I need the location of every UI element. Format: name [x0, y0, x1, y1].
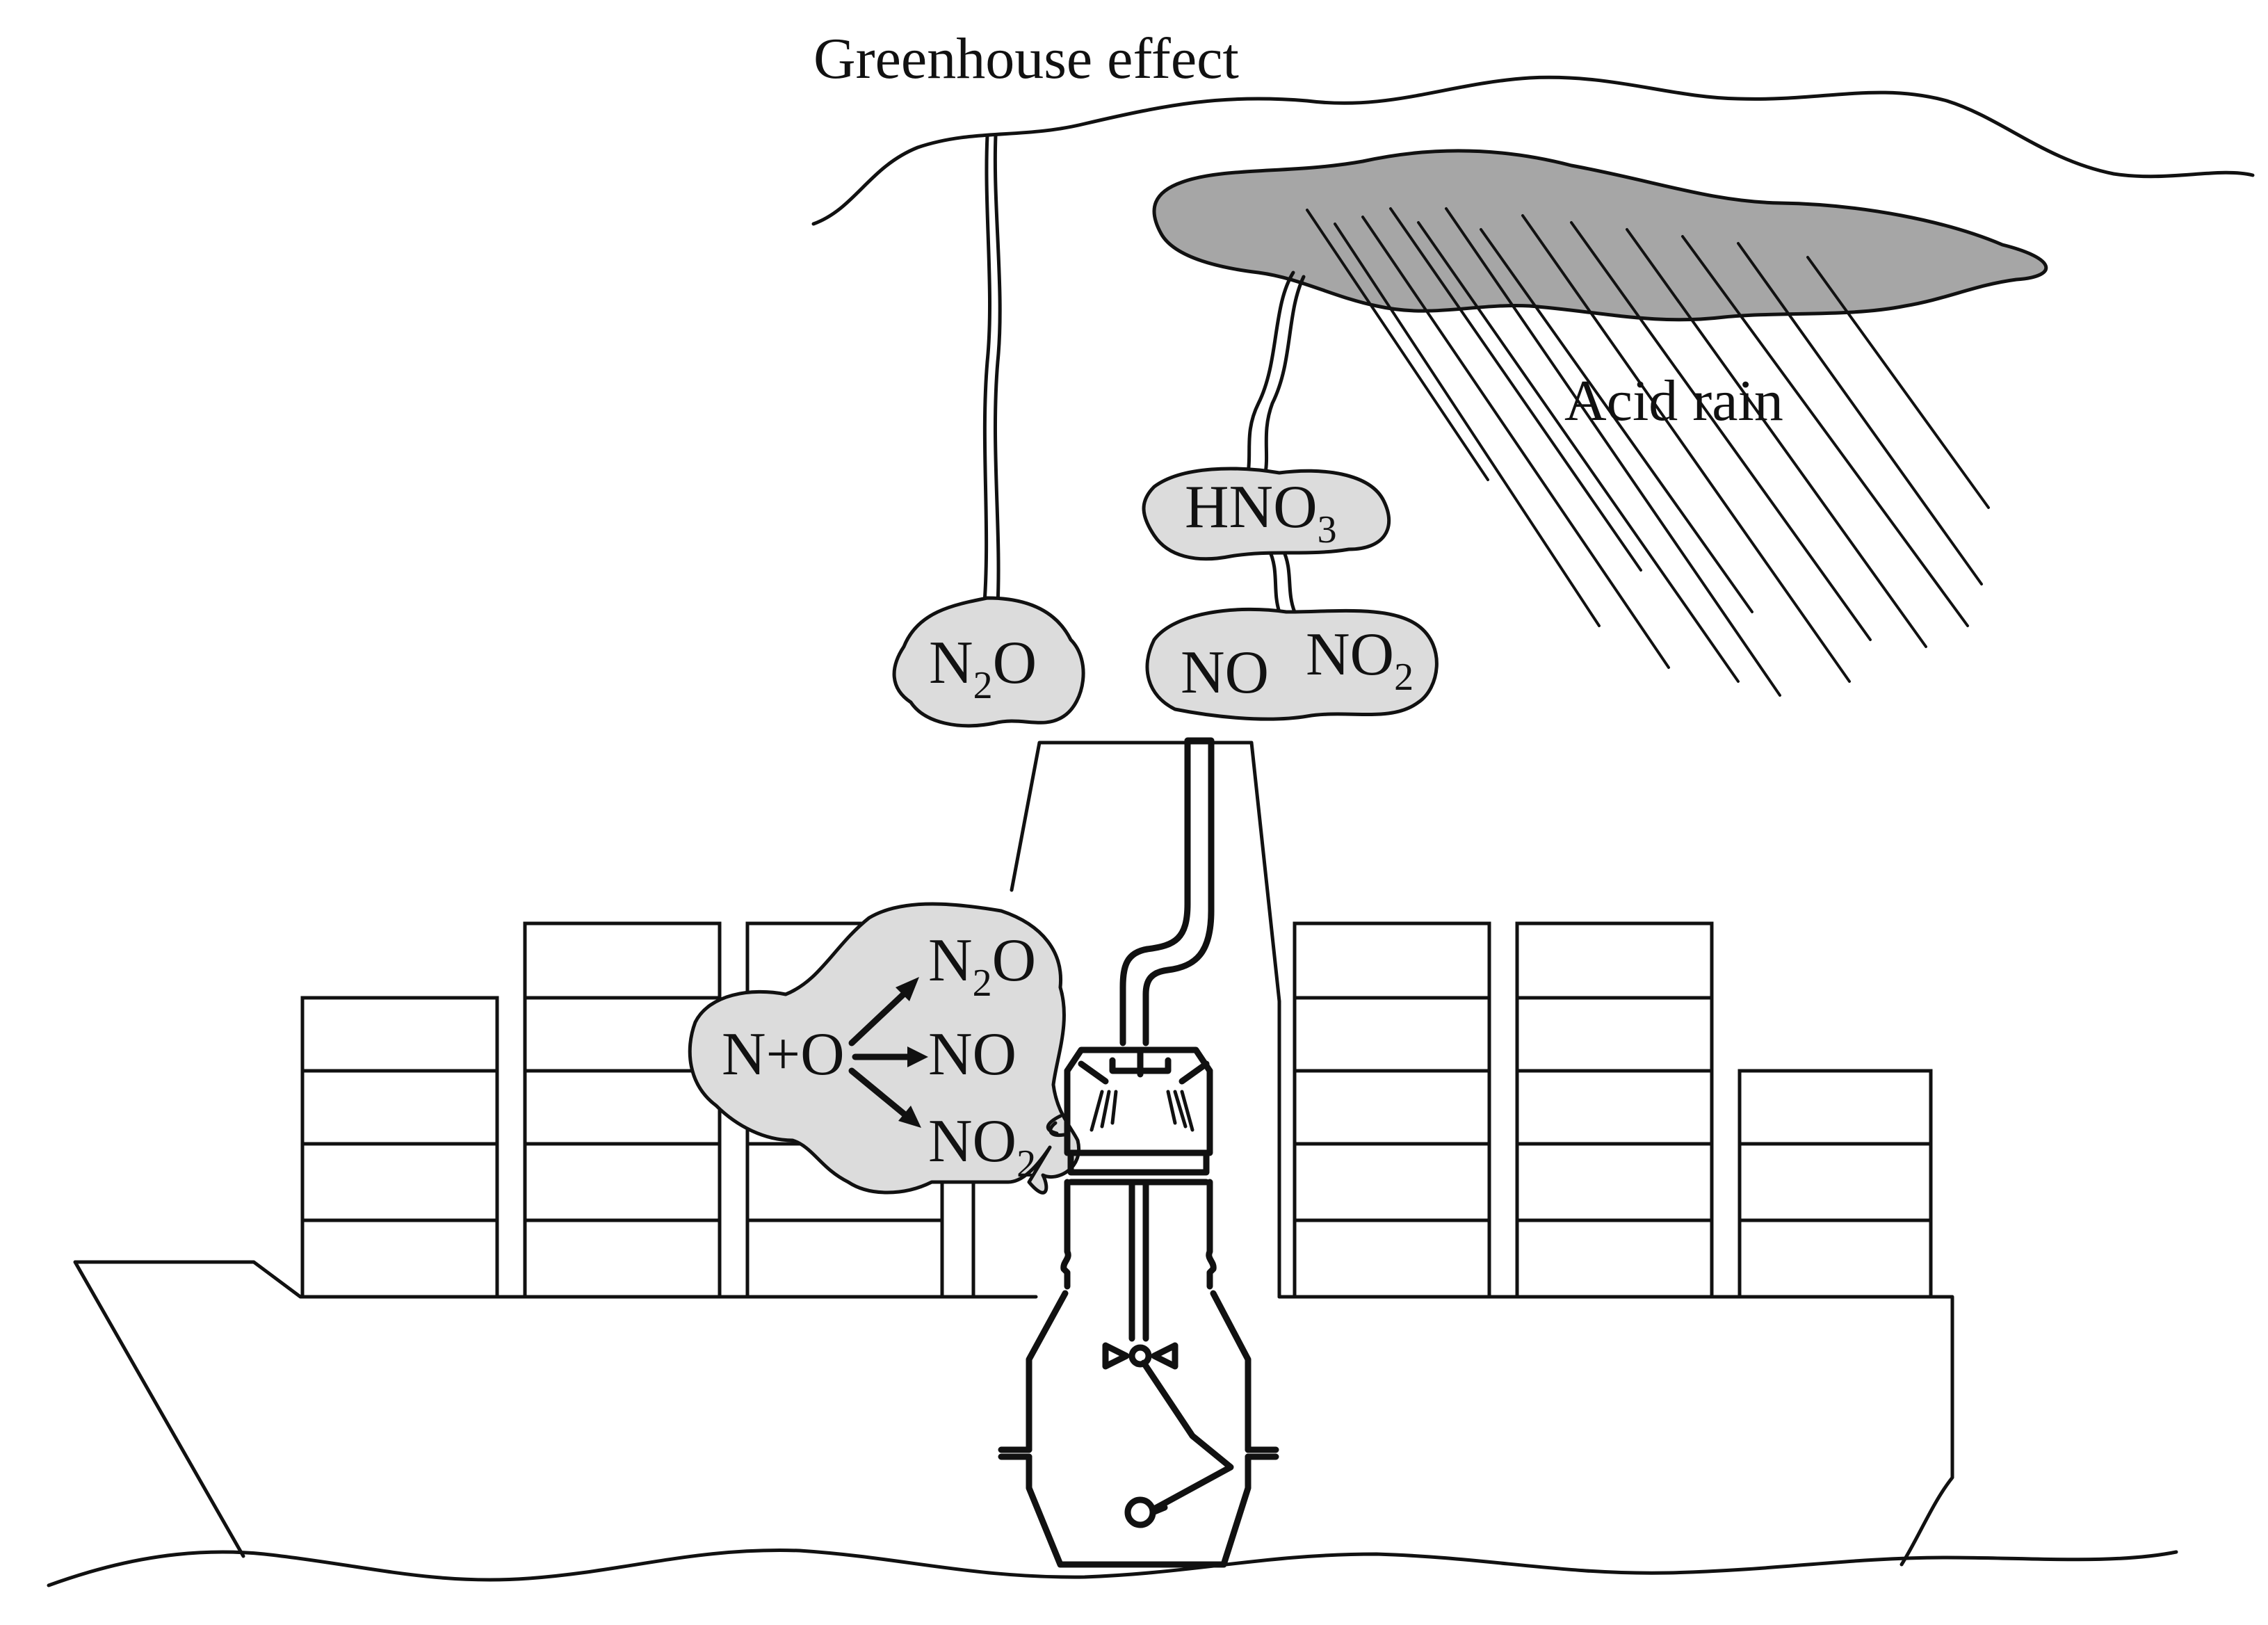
water-line: [47, 1549, 2178, 1587]
hno3-no-link: [1267, 547, 1297, 614]
n2o-plume: [982, 134, 1002, 614]
ship-funnel: [1010, 741, 1281, 1299]
ship-hull: [73, 1260, 1954, 1567]
acid-rain-cloud: [1152, 149, 2048, 322]
acid-rain-label: Acid rain: [1564, 369, 1783, 433]
hno3-label: HNO3: [1185, 474, 1337, 551]
no-no2-puff: [1145, 607, 1439, 721]
no2-label: NO2: [1306, 621, 1414, 699]
acid-rain-streaks: [1306, 207, 1990, 697]
reaction-n2o-label: N2O: [928, 927, 1036, 1005]
engine-cylinder: [998, 1046, 1279, 1568]
n2o-puff: [892, 596, 1085, 728]
hno3-puff: [1142, 467, 1391, 561]
reaction-source-label: N+O: [722, 1021, 845, 1088]
reaction-no2-label: NO2: [928, 1108, 1036, 1186]
atmosphere-line: [811, 75, 2255, 226]
greenhouse-effect-label: Greenhouse effect: [813, 26, 1239, 91]
n2o-label: N2O: [929, 629, 1037, 707]
reaction-puff: [688, 902, 1081, 1195]
right-container-stacks: [1293, 921, 1933, 1299]
reaction-no-label: NO: [928, 1021, 1016, 1088]
exhaust-pipe: [1119, 737, 1215, 1046]
reaction-arrows: [848, 977, 928, 1128]
no-label: NO: [1181, 639, 1269, 706]
hno3-plume: [1246, 270, 1306, 475]
